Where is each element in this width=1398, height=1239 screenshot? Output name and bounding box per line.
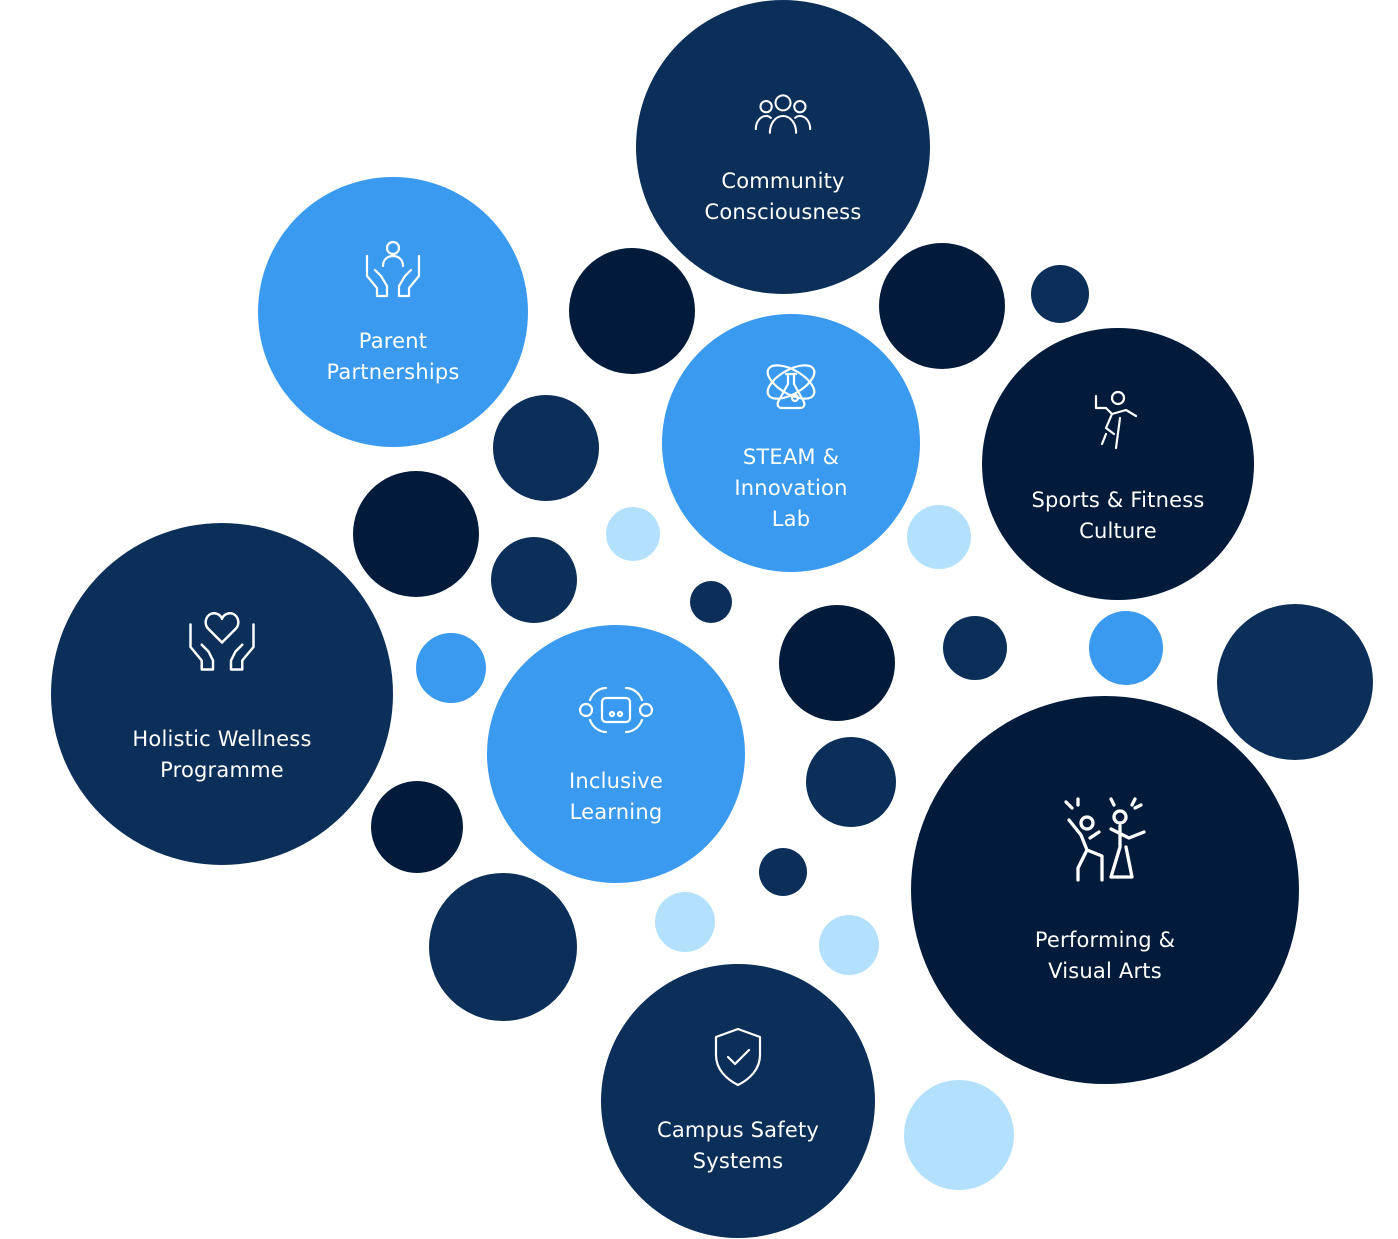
node-inclusive-learning: Inclusive Learning: [487, 625, 745, 883]
node-performing-visual-arts: Performing & Visual Arts: [911, 696, 1299, 1084]
decor-circle: [806, 737, 896, 827]
node-campus-safety-systems: Campus Safety Systems: [601, 964, 875, 1238]
decor-circle: [1217, 604, 1373, 760]
decor-circle: [606, 507, 660, 561]
decor-circle: [690, 581, 732, 623]
atom-flask-icon: [766, 363, 816, 409]
decor-circle: [1031, 265, 1089, 323]
decor-circle: [759, 848, 807, 896]
node-label: Campus Safety Systems: [656, 1118, 820, 1173]
dancers-icon: [1064, 797, 1146, 882]
decor-circle: [819, 915, 879, 975]
decor-circle: [943, 616, 1007, 680]
decor-circle: [491, 537, 577, 623]
decor-circle: [907, 505, 971, 569]
decor-circle: [416, 633, 486, 703]
node-label: Inclusive Learning: [568, 769, 664, 824]
node-community-consciousness: Community Consciousness: [636, 0, 930, 294]
node-parent-partnerships: Parent Partnerships: [258, 177, 528, 447]
hands-person-icon: [365, 240, 421, 298]
athlete-icon: [1094, 390, 1138, 450]
node-holistic-wellness-programme: Holistic Wellness Programme: [51, 523, 393, 865]
heart-hands-icon: [189, 612, 255, 671]
decor-circle: [779, 605, 895, 721]
decor-circle: [1089, 611, 1163, 685]
node-label: Community Consciousness: [704, 169, 862, 224]
decor-circle: [904, 1080, 1014, 1190]
decor-circle: [879, 243, 1005, 369]
decor-circle: [569, 248, 695, 374]
shield-check-icon: [714, 1027, 762, 1087]
decor-circle: [429, 873, 577, 1021]
node-sports-fitness-culture: Sports & Fitness Culture: [982, 328, 1254, 600]
inclusive-board-icon: [578, 686, 654, 734]
node-label: Sports & Fitness Culture: [1031, 488, 1205, 543]
node-label: Performing & Visual Arts: [1034, 928, 1176, 983]
decor-circle: [655, 892, 715, 952]
decor-circle: [371, 781, 463, 873]
node-steam-innovation-lab: STEAM & Innovation Lab: [662, 314, 920, 572]
node-label: STEAM & Innovation Lab: [734, 444, 848, 531]
decor-circle: [493, 395, 599, 501]
community-icon: [754, 94, 812, 134]
node-label: Parent Partnerships: [326, 329, 460, 384]
node-label: Holistic Wellness Programme: [132, 727, 312, 782]
decor-circle: [353, 471, 479, 597]
